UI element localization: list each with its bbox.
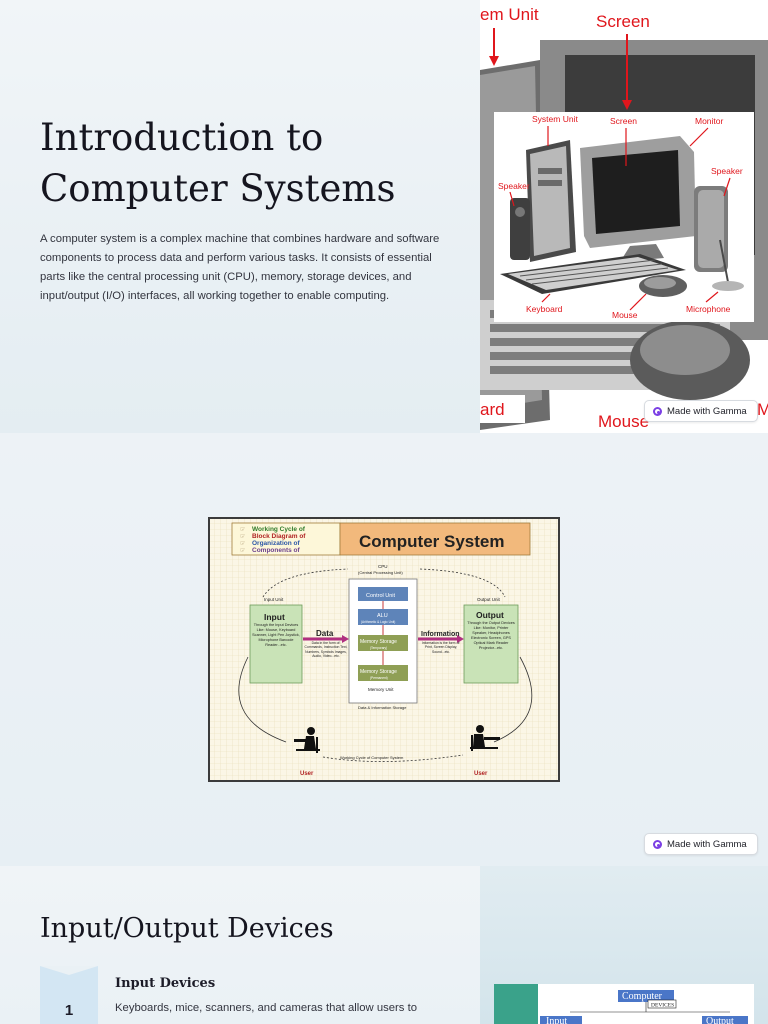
devices-label: DEVICES (651, 1003, 674, 1009)
step-number-tab: 1 (40, 966, 98, 1024)
label-mouse: Mouse (612, 310, 638, 320)
data-note: Data in the form of: Commands, Instructi… (304, 641, 348, 658)
slide-title: Input/Output Devices (40, 913, 334, 944)
user-right-icon (470, 725, 500, 751)
bg-label-system-unit: em Unit (480, 5, 539, 24)
list-organization: Organization of (252, 540, 301, 547)
data-storage-label: Data & Information Storage (358, 705, 407, 710)
badge-label: Made with Gamma (667, 838, 747, 850)
output-unit-label: Output Unit (477, 597, 501, 602)
computer-parts-photo: em Unit Screen ard Mouse M (480, 0, 768, 433)
information-arrow-label: Information (421, 631, 460, 638)
working-cycle-label: Working Cycle of Computer System (340, 755, 404, 760)
list-components: Components of (252, 547, 300, 554)
label-system-unit: System Unit (532, 114, 578, 124)
output-label: Output (706, 1016, 734, 1024)
made-with-gamma-badge[interactable]: Made with Gamma (644, 400, 758, 422)
list-working-cycle: Working Cycle of (252, 526, 306, 533)
svg-text:☞: ☞ (240, 541, 245, 547)
slide-body-text: A computer system is a complex machine t… (40, 233, 440, 302)
data-arrow-label: Data (316, 629, 334, 638)
slide-title: Introduction to Computer Systems (40, 116, 396, 210)
label-microphone: Microphone (686, 304, 731, 314)
bg-label-screen: Screen (596, 12, 650, 31)
slide-computer-system-diagram: Working Cycle of Block Diagram of Organi… (0, 433, 768, 866)
cpu-sub-label: (Central Processing Unit) (358, 570, 403, 575)
memory-unit-label: Memory Unit (368, 687, 394, 692)
user-right-label: User (474, 771, 488, 777)
label-monitor: Monitor (695, 116, 724, 126)
step-number: 1 (64, 1002, 74, 1019)
cpu-label: CPU (378, 564, 388, 569)
bg-label-mouse: Mouse (598, 412, 649, 431)
output-devices-text: Through the Output Devices Like: Monitor… (467, 621, 515, 650)
user-left-label: User (300, 771, 314, 777)
information-note: Information is the form of: Print, Scree… (421, 641, 461, 654)
input-devices-text: Through the Input Devices Like: Mouse, K… (252, 623, 300, 647)
control-unit-label: Control Unit (366, 593, 396, 599)
devices-diagram-image: Computer DEVICES Input Output (480, 866, 768, 1024)
gamma-logo-icon (653, 839, 662, 849)
alu-label: ALU (377, 613, 388, 619)
label-keyboard: Keyboard (526, 304, 563, 314)
svg-text:☞: ☞ (240, 548, 245, 554)
bg-label-monitor: M (757, 400, 768, 419)
made-with-gamma-badge[interactable]: Made with Gamma (644, 833, 758, 855)
memory-storage-perm-label: Memory Storage (360, 669, 397, 675)
memory-storage-temp-label: Memory Storage (360, 639, 397, 645)
label-speaker-left: Speaker (498, 181, 530, 191)
svg-text:☞: ☞ (240, 527, 245, 533)
diagram-title: Computer System (359, 532, 504, 551)
gamma-logo-icon (653, 406, 662, 416)
badge-label: Made with Gamma (667, 405, 747, 417)
bg-label-keyboard: ard (480, 400, 505, 419)
alu-sub-label: (Arithmetic & Logic Unit) (361, 620, 395, 624)
list-block-diagram: Block Diagram of (252, 533, 306, 540)
user-left-icon (294, 727, 320, 753)
slide-introduction: Introduction to Computer Systems A compu… (0, 0, 768, 433)
computer-system-block-diagram: Working Cycle of Block Diagram of Organi… (208, 517, 560, 782)
step-heading: Input Devices (115, 976, 216, 991)
permanent-label: (Permanent) (370, 676, 388, 680)
temporary-label: (Temporary) (370, 646, 387, 650)
label-speaker-right: Speaker (711, 166, 743, 176)
step-description: Keyboards, mice, scanners, and cameras t… (115, 1002, 418, 1014)
label-screen: Screen (610, 116, 637, 126)
output-title: Output (476, 610, 504, 620)
svg-text:☞: ☞ (240, 534, 245, 540)
input-title: Input (264, 612, 285, 622)
input-label: Input (546, 1016, 567, 1024)
computer-label: Computer (622, 991, 663, 1002)
input-unit-label: Input Unit (264, 597, 284, 602)
slide-input-output-devices: Input/Output Devices 1 Input Devices Key… (0, 866, 768, 1024)
